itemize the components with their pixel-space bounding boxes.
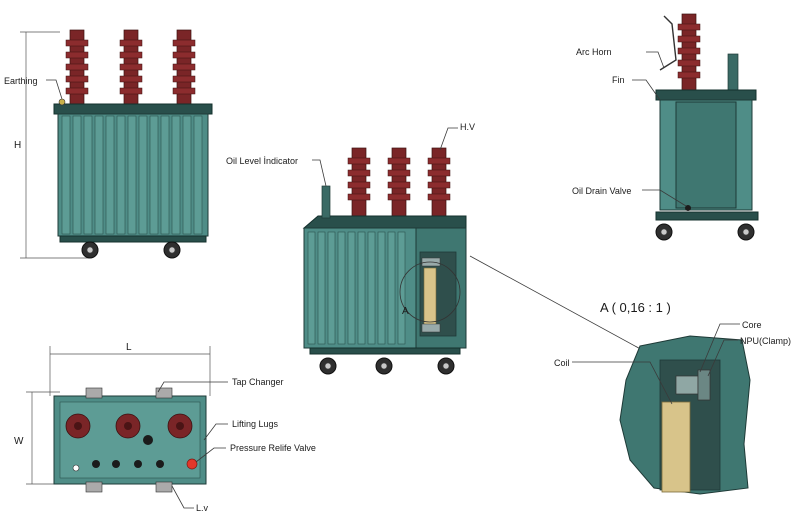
- iso-bushings: [347, 147, 451, 221]
- pressure-relief-valve-icon: [186, 458, 198, 470]
- width-dimension-label: W: [14, 436, 24, 447]
- earthing-icon: [58, 98, 66, 106]
- front-bushings: [65, 29, 196, 111]
- height-dimension-label: H: [14, 140, 21, 151]
- tap-changer-icon: [143, 435, 153, 445]
- detail-circle-marker: [399, 261, 461, 323]
- detail-a-view: A ( 0,16 : 1 ) Core NPU(Clamp) Coil: [554, 300, 791, 495]
- top-view: L W Tap Changer Lifting Lugs Pressure Re…: [14, 342, 316, 513]
- side-view: Arc Horn Fin Oil Drain Valve: [572, 13, 759, 241]
- oil-level-indicator-label: Oil Level İndicator: [226, 156, 298, 166]
- earthing-label: Earthing: [4, 76, 38, 86]
- iso-view: A Oil Level İndicator H.V: [226, 122, 669, 375]
- lv-label: L.v: [196, 503, 209, 513]
- npu-clamp-label: NPU(Clamp): [740, 336, 791, 346]
- front-view: H: [4, 29, 213, 259]
- core-section: [675, 375, 699, 395]
- lifting-lugs-label: Lifting Lugs: [232, 419, 279, 429]
- arc-horn-icon: [659, 15, 677, 71]
- npu-clamp-section: [697, 369, 711, 401]
- hv-label: H.V: [460, 122, 475, 132]
- lifting-lug-icon: [85, 387, 103, 399]
- coil-section: [661, 401, 691, 493]
- oil-drain-valve-icon: [685, 205, 691, 211]
- oil-level-indicator-icon: [321, 185, 331, 219]
- length-dimension-label: L: [126, 342, 132, 353]
- front-cover: [53, 103, 213, 115]
- fin-label: Fin: [612, 75, 625, 85]
- iso-coil: [423, 267, 437, 329]
- detail-a-title: A ( 0,16 : 1 ): [600, 300, 671, 315]
- iso-fins: [307, 231, 406, 345]
- coil-label: Coil: [554, 358, 570, 368]
- detail-a-marker: A: [402, 306, 409, 317]
- detail-connector-line: [469, 255, 669, 365]
- arc-horn-label: Arc Horn: [576, 47, 612, 57]
- tap-changer-label: Tap Changer: [232, 377, 284, 387]
- oil-drain-valve-label: Oil Drain Valve: [572, 186, 631, 196]
- pressure-relief-valve-label: Pressure Relife Valve: [230, 443, 316, 453]
- front-fins: [61, 115, 203, 235]
- core-label: Core: [742, 320, 762, 330]
